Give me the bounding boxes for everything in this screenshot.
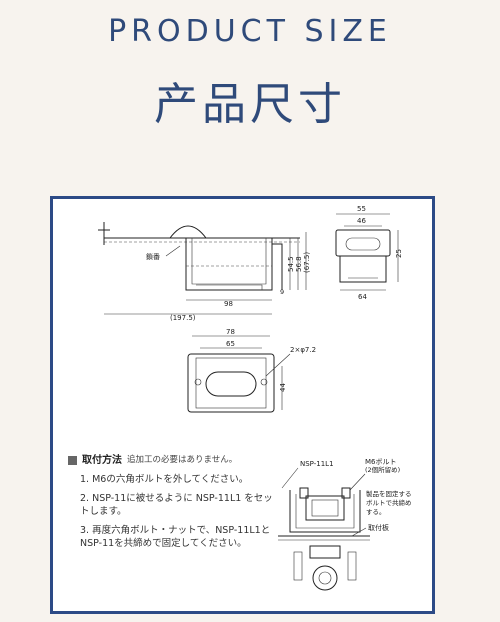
assembly-bracket-inner bbox=[295, 494, 355, 529]
dim-overall: (197.5) bbox=[170, 314, 196, 322]
side-leg bbox=[339, 256, 387, 283]
nut-stack-right bbox=[347, 551, 357, 581]
dim-h2: 56.8 bbox=[295, 256, 303, 272]
install-step-3: 3. 再度六角ボルト・ナットで、NSP-11L1とNSP-11を共締めで固定して… bbox=[80, 525, 271, 549]
nut-stack-left bbox=[293, 551, 303, 581]
dim-44: 44 bbox=[279, 383, 287, 392]
drawing-frame bbox=[50, 196, 435, 614]
bolt-callout: M6ボルト bbox=[365, 458, 397, 466]
chain-label: 鎖番 bbox=[146, 252, 160, 261]
install-step-2: 2. NSP-11に被せるように NSP-11L1 をセットします。 bbox=[80, 493, 273, 517]
dim-98: 98 bbox=[224, 300, 233, 308]
lower-block bbox=[309, 545, 341, 559]
hole-left bbox=[194, 378, 202, 386]
assembly-bracket bbox=[289, 490, 361, 533]
page-title-cn: 产品尺寸 bbox=[154, 79, 346, 130]
dim-46: 46 bbox=[357, 217, 366, 225]
chain-arc bbox=[169, 225, 207, 239]
assembly-block bbox=[305, 495, 345, 521]
mount-plate-callout: 取付板 bbox=[368, 523, 389, 532]
fix-note-3: する。 bbox=[366, 508, 386, 516]
side-view: 55 46 25 64 bbox=[335, 205, 403, 301]
plan-view: 78 65 2×φ7.2 44 bbox=[187, 328, 316, 413]
model-leader bbox=[281, 467, 299, 489]
fix-note-1: 製品を固定する bbox=[366, 489, 412, 498]
square-bullet-icon bbox=[68, 456, 77, 465]
install-heading-row: 取付方法 追加工の必要はありません。 bbox=[68, 454, 278, 467]
bracket-outline bbox=[185, 238, 273, 291]
plan-slot bbox=[205, 371, 257, 397]
dim-64: 64 bbox=[358, 293, 367, 301]
dim-25: 25 bbox=[395, 249, 403, 258]
installation-instructions: 取付方法 追加工の必要はありません。 1. M6の六角ボルトを外してください。 … bbox=[68, 454, 278, 556]
assembly-illustration: NSP-11L1 M6ボルト (2個所留め) 製品を固定する ボルトで共締め す… bbox=[278, 458, 412, 591]
bolt-head-left bbox=[299, 487, 309, 499]
page-title-en: PRODUCT SIZE bbox=[108, 14, 392, 49]
chain-leader bbox=[165, 245, 181, 257]
hole-spec: 2×φ7.2 bbox=[290, 346, 316, 354]
dim-h1: 54.5 bbox=[287, 256, 295, 272]
hole-right bbox=[260, 378, 268, 386]
dim-h3: (67.5) bbox=[303, 252, 311, 273]
side-slot bbox=[345, 237, 381, 251]
dim-55: 55 bbox=[357, 205, 366, 213]
elevation-view: 鎖番 54.5 56.8 (67.5) 9 98 (197.5) bbox=[98, 222, 311, 322]
install-note: 追加工の必要はありません。 bbox=[127, 455, 238, 465]
bolt-head-right bbox=[341, 487, 351, 499]
bolt-note: (2個所留め) bbox=[365, 465, 400, 474]
bracket-inner bbox=[191, 238, 267, 285]
side-profile bbox=[272, 243, 283, 290]
assembly-block-inner bbox=[311, 499, 339, 517]
model-callout: NSP-11L1 bbox=[300, 460, 334, 468]
bolt-leader bbox=[349, 473, 366, 491]
hole-leader bbox=[265, 353, 291, 377]
side-body bbox=[335, 229, 391, 257]
install-heading: 取付方法 bbox=[82, 455, 122, 466]
fix-note-2: ボルトで共締め bbox=[366, 498, 412, 507]
dim-65: 65 bbox=[226, 340, 235, 348]
lower-ring bbox=[312, 565, 338, 591]
dim-78: 78 bbox=[226, 328, 235, 336]
lower-ring-inner bbox=[318, 571, 332, 585]
install-step-1: 1. M6の六角ボルトを外してください。 bbox=[80, 474, 249, 485]
plan-inner bbox=[195, 357, 267, 409]
dim-side: 9 bbox=[280, 288, 284, 296]
plan-outline bbox=[187, 353, 275, 413]
bracket-flange bbox=[196, 284, 263, 290]
